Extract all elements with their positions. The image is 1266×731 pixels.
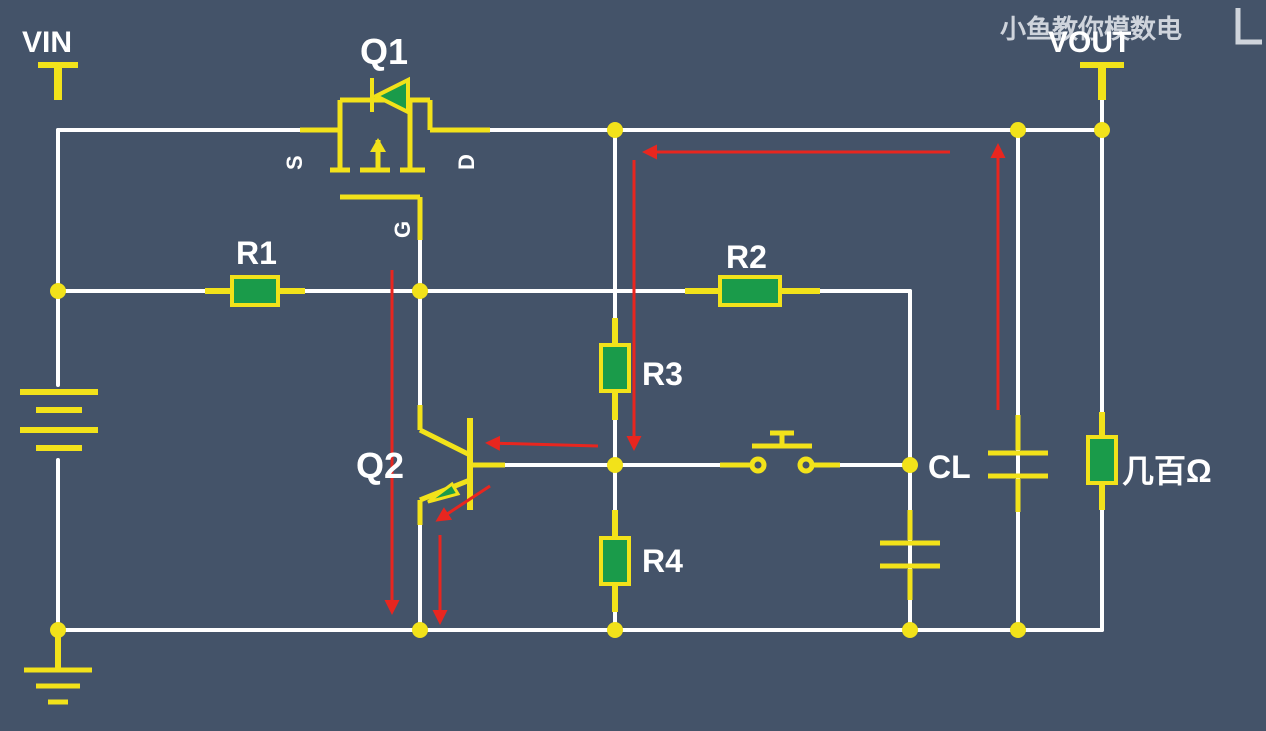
r1-resistor xyxy=(205,275,305,307)
q2-npn xyxy=(417,405,505,525)
r4-label: R4 xyxy=(642,543,683,579)
q1-gate-label: G xyxy=(390,221,415,238)
watermark-logo-icon xyxy=(1235,8,1262,45)
cl-capacitor xyxy=(880,510,940,600)
r1-label: R1 xyxy=(236,235,277,271)
current-arrow-base xyxy=(485,435,599,451)
q1-channel-arrow-icon xyxy=(370,138,386,152)
vin-label: VIN xyxy=(22,26,72,59)
q2-emitter-arrow-icon xyxy=(427,481,461,504)
output-capacitor xyxy=(988,415,1048,512)
ground-symbol xyxy=(24,634,92,705)
load-resistor xyxy=(1086,412,1118,510)
junction-dot xyxy=(50,283,66,299)
r2-resistor xyxy=(685,275,820,307)
vin-terminal xyxy=(38,62,78,100)
q1-drain-label: D xyxy=(454,154,479,170)
current-arrow-emitter xyxy=(435,484,491,522)
q2-label: Q2 xyxy=(356,445,404,486)
load-label: 几百Ω xyxy=(1122,453,1212,489)
wires xyxy=(56,88,1104,632)
junction-dot xyxy=(412,283,428,299)
cl-label: CL xyxy=(928,449,971,485)
junction-dot xyxy=(1094,122,1110,138)
r4-resistor xyxy=(599,510,631,612)
r3-label: R3 xyxy=(642,356,683,392)
q1-diode-icon xyxy=(371,76,410,116)
junction-dot xyxy=(607,122,623,138)
q1-label: Q1 xyxy=(360,31,408,72)
vout-terminal xyxy=(1080,62,1124,100)
junction-dot xyxy=(1010,622,1026,638)
r3-resistor xyxy=(599,318,631,420)
junction-dot xyxy=(50,622,66,638)
junction-dot xyxy=(607,457,623,473)
junction-dot xyxy=(412,622,428,638)
q1-source-label: S xyxy=(282,155,307,170)
watermark: 小鱼教你模数电 xyxy=(1000,14,1182,44)
junction-dot xyxy=(1010,122,1026,138)
battery-symbol xyxy=(20,389,98,451)
r2-label: R2 xyxy=(726,239,767,275)
junction-dot xyxy=(902,622,918,638)
junction-dot xyxy=(902,457,918,473)
junction-dot xyxy=(607,622,623,638)
current-flow-arrows xyxy=(384,143,1006,625)
junctions xyxy=(50,122,1110,638)
push-switch xyxy=(720,430,840,474)
vout-label: VOUT xyxy=(1048,26,1131,59)
